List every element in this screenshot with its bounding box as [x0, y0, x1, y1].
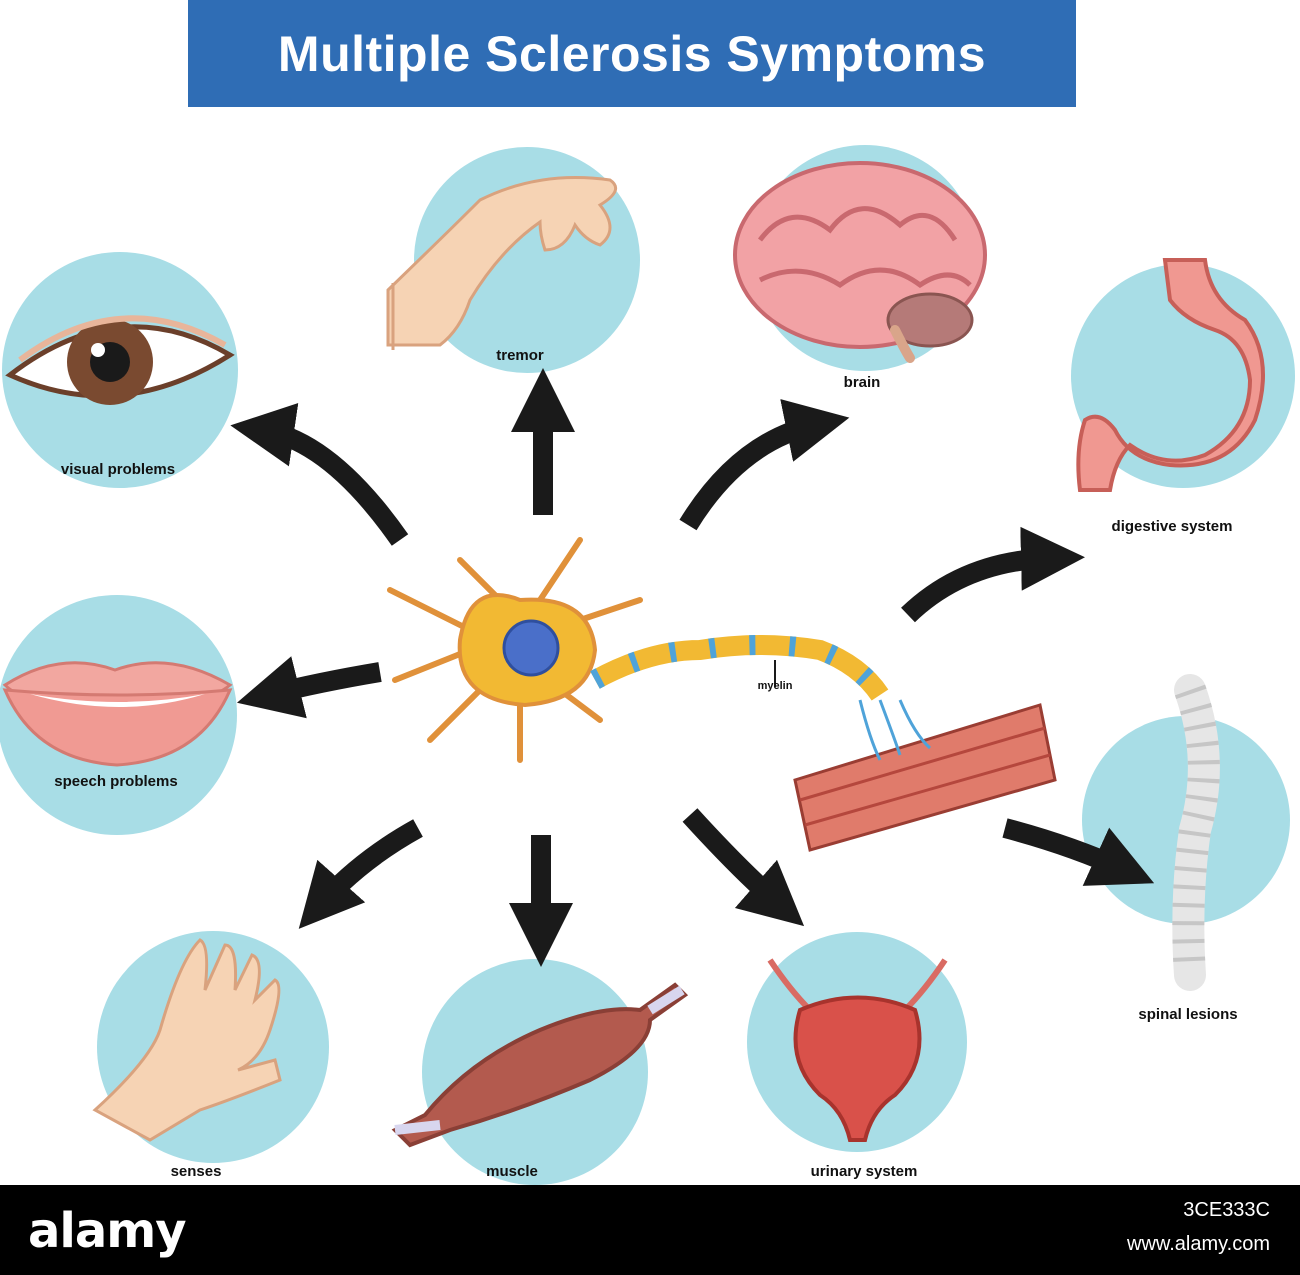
muscle-fiber-icon: [793, 699, 1057, 852]
arrow-to-urinary: [682, 808, 805, 927]
label-brain: brain: [843, 374, 881, 391]
stomach-icon: [1076, 258, 1265, 492]
title-banner: Multiple Sclerosis Symptoms: [188, 0, 1076, 107]
arrow-to-spinal: [1002, 818, 1155, 886]
watermark-footer: alamy 3CE333C www.alamy.com: [0, 1185, 1300, 1275]
image-id: 3CE333C: [1183, 1199, 1270, 1221]
eye-icon: [5, 315, 235, 405]
arrow-to-senses: [298, 819, 423, 929]
label-myelin: myelin: [757, 680, 793, 692]
label-digestive: digestive system: [1111, 518, 1233, 535]
label-senses: senses: [170, 1163, 222, 1180]
arrows: [230, 367, 1155, 968]
muscle-icon: [391, 982, 689, 1148]
spine-icon: [1172, 674, 1220, 991]
label-visual: visual problems: [60, 461, 176, 478]
lips-icon: [2, 661, 233, 767]
label-speech: speech problems: [54, 773, 178, 790]
arrow-to-visual: [230, 403, 409, 546]
neuron-icon: [387, 537, 889, 763]
symptoms-diagram: [0, 145, 1295, 1185]
label-spinal: spinal lesions: [1138, 1006, 1238, 1023]
senses-hand-icon: [92, 938, 282, 1142]
tremor-hand-icon: [386, 176, 618, 350]
infographic: Multiple Sclerosis Symptoms: [0, 0, 1295, 1185]
label-tremor: tremor: [496, 347, 544, 364]
bladder-icon: [767, 958, 948, 1142]
label-urinary: urinary system: [810, 1163, 918, 1180]
title: Multiple Sclerosis Symptoms: [277, 25, 987, 82]
arrow-to-digestive: [901, 526, 1085, 623]
arrow-to-speech: [236, 656, 382, 719]
arrow-to-brain: [679, 399, 850, 531]
label-muscle: muscle: [486, 1163, 538, 1180]
alamy-logo: alamy: [28, 1203, 187, 1259]
footer-url: www.alamy.com: [1127, 1233, 1270, 1255]
brain-icon: [733, 161, 987, 363]
